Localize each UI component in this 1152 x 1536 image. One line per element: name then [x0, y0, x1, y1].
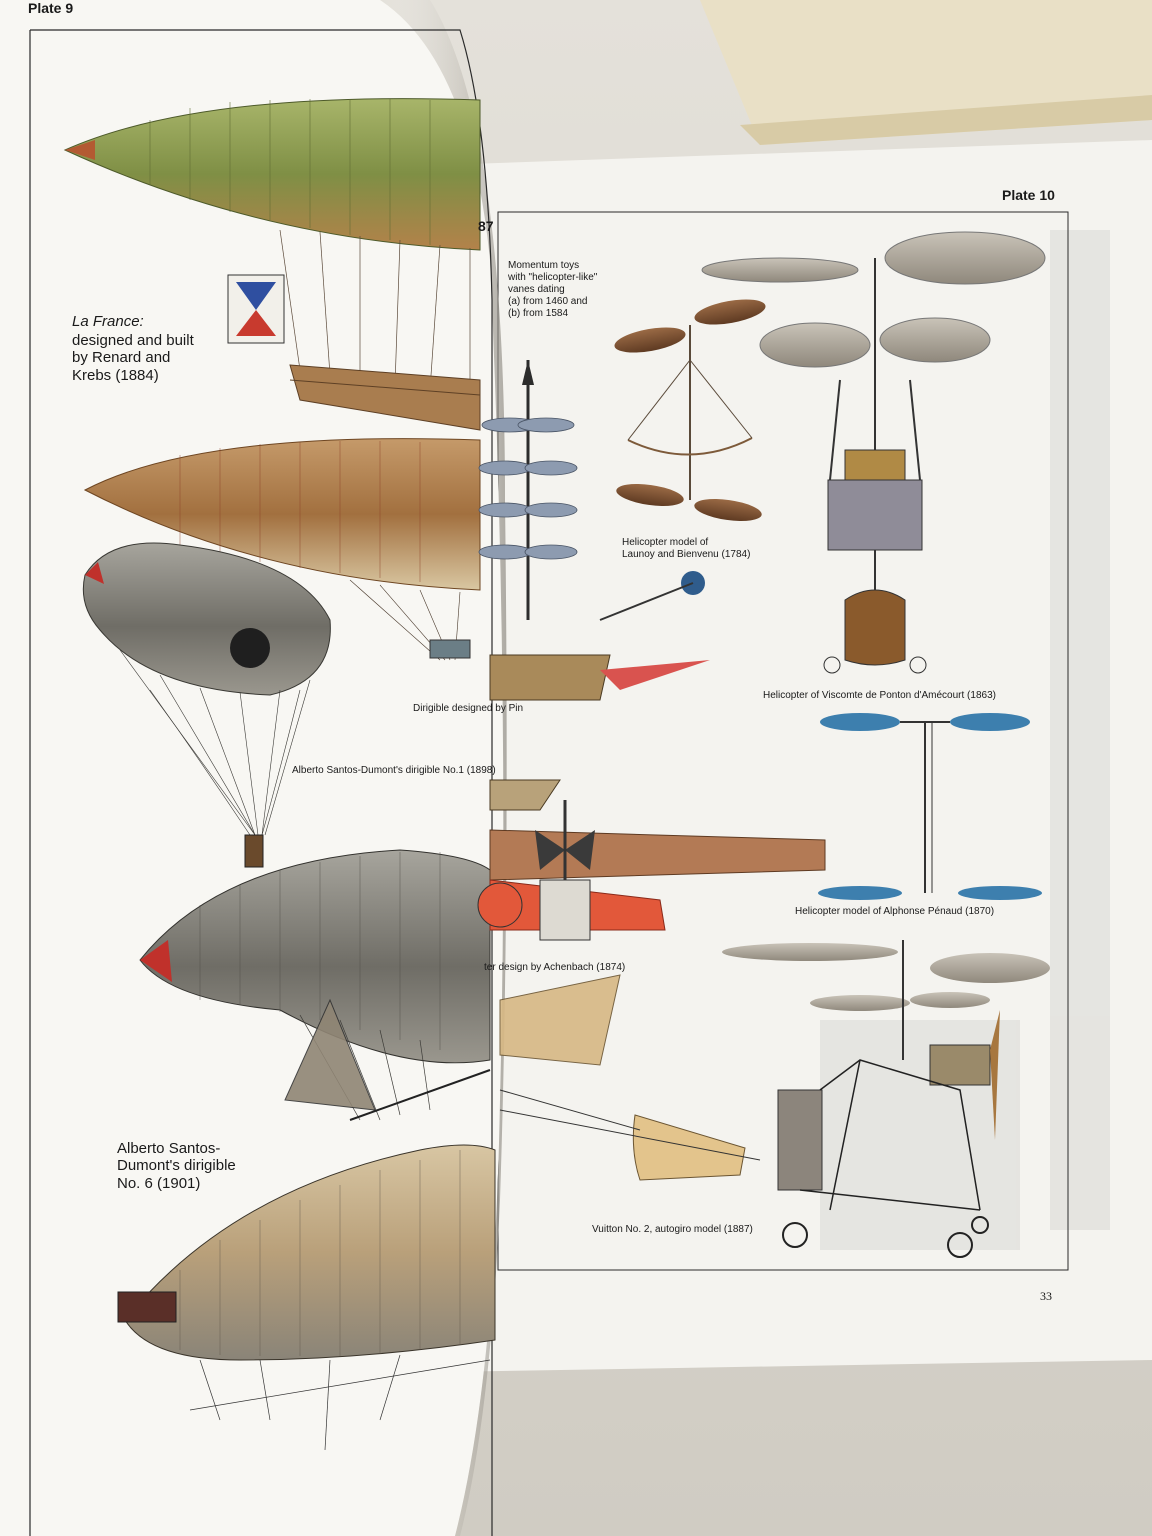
momentum-toys-caption-2: with "helicopter-like": [508, 272, 598, 283]
pin-design-airship: [83, 438, 481, 661]
achenbach-caption: ter design by Achenbach (1874): [484, 962, 626, 973]
la-france-caption-body: designed and built by Renard and Krebs (…: [72, 332, 194, 384]
ponton-caption: Helicopter of Viscomte de Ponton d'Améco…: [763, 690, 996, 701]
momentum-toys-caption-b: (b) from 1584: [508, 308, 569, 319]
plate-9-label: Plate 9: [28, 0, 74, 16]
plate-10-label: Plate 10: [1002, 187, 1055, 203]
santos-dumont-no6-caption: Alberto Santos-Dumont's dirigible No. 6 …: [117, 1140, 236, 1192]
launoy-caption-1: Helicopter model of: [622, 537, 709, 548]
dirigible-partial-caption: Dirigible designed by Pin: [413, 703, 524, 714]
vuitton-caption: Vuitton No. 2, autogiro model (1887): [592, 1224, 753, 1235]
launoy-bienvenu-helicopter-model: [614, 299, 766, 521]
ponton-amecourt-helicopter: [701, 231, 1046, 674]
penaud-caption: Helicopter model of Alphonse Pénaud (187…: [795, 906, 995, 917]
vuitton-autogiro-model: [499, 974, 761, 1181]
santos-dumont-no6-airship: [139, 849, 491, 1121]
la-france-caption-title: La France:: [72, 313, 144, 330]
santos-dumont-no1-caption: Alberto Santos-Dumont's dirigible No.1 (…: [292, 765, 496, 776]
penaud-helicopter-model: [818, 713, 1042, 900]
la-france-airship: [63, 98, 481, 431]
launoy-caption-2: Launoy and Bienvenu (1784): [622, 549, 751, 560]
right-page-header-fragment: 87: [478, 218, 494, 234]
bottom-tan-airship: [117, 1144, 496, 1451]
left-page-frame: [29, 29, 493, 1536]
page-number: 33: [1040, 1289, 1052, 1303]
momentum-toys-caption-a: (a) from 1460 and: [508, 296, 588, 307]
radiator-box: [117, 1291, 177, 1323]
achenbach-helicopter-design: [477, 800, 826, 941]
santos-dumont-no1-airship: [82, 542, 331, 868]
momentum-toys-caption-1: Momentum toys: [508, 260, 580, 271]
momentum-toys-caption-3: vanes dating: [508, 284, 565, 295]
vaned-mast-ship: [478, 360, 710, 811]
twin-rotor-helicopter: [722, 940, 1050, 1258]
